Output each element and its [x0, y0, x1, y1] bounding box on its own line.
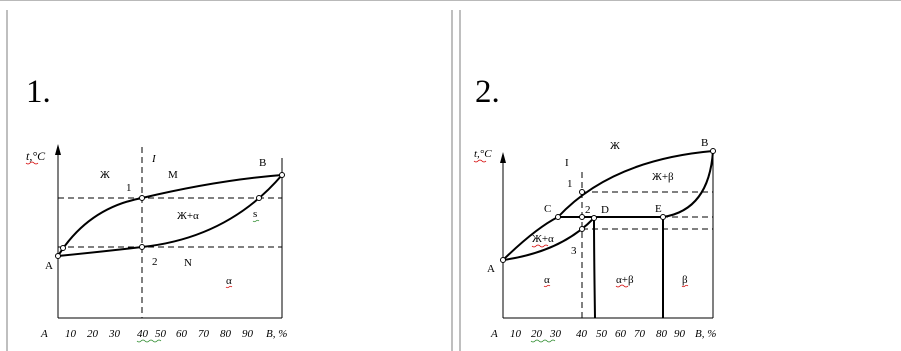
liquidus-beta — [557, 150, 714, 218]
x-tick-B: B, % — [266, 328, 287, 340]
label-roman-I: I — [151, 153, 157, 165]
spellcheck-underline — [225, 285, 233, 289]
label-A: A — [487, 263, 495, 275]
x-tick-50: 50 — [596, 328, 608, 340]
point-c — [555, 214, 561, 220]
region-alpha-beta: α+β — [616, 274, 634, 286]
label-s: s — [253, 208, 257, 220]
x-tick-20: 20 — [87, 328, 99, 340]
phase-diagram-2: t,°C Ж B I 1 Ж+β C 2 D E Ж+α 3 A α α+β β… — [473, 137, 716, 343]
label-1: 1 — [567, 178, 573, 190]
point-3 — [579, 226, 585, 232]
point-liquidus-left — [60, 245, 66, 251]
x-tick-40: 40 — [576, 328, 588, 340]
grammar-underline — [530, 339, 556, 343]
label-roman-I: I — [565, 157, 569, 169]
grammar-underline — [136, 339, 162, 343]
x-tick-80: 80 — [220, 328, 232, 340]
liquidus-curve — [57, 174, 283, 257]
table-cell-diagram-2: 2. t,°C Ж B I 1 Ж+β — [459, 10, 901, 351]
x-tick-80: 80 — [656, 328, 668, 340]
point-b — [710, 148, 716, 154]
label-A: A — [45, 260, 53, 272]
x-tick-10: 10 — [510, 328, 522, 340]
x-tick-40: 40 — [137, 328, 149, 340]
point-a — [500, 257, 506, 263]
x-tick-90: 90 — [242, 328, 254, 340]
solidus-alpha — [502, 217, 595, 261]
point-d — [591, 215, 597, 221]
label-1: 1 — [126, 182, 132, 194]
y-axis-label: t,°C — [26, 149, 46, 163]
phase-diagram-1: t,°C Ж I M B 1 Ж+α s A 2 N α A 10 20 30 … — [25, 144, 287, 343]
x-tick-A: A — [490, 328, 498, 340]
table-cell-diagram-1: 1. t,°C Ж I M B 1 Ж+α s A 2 N α — [6, 10, 453, 351]
region-liquid-alpha: Ж+α — [532, 233, 554, 245]
diagram-number: 1. — [26, 74, 51, 110]
label-C: C — [544, 203, 551, 215]
solvus-alpha — [593, 217, 596, 319]
x-tick-60: 60 — [615, 328, 627, 340]
label-B: B — [701, 137, 708, 149]
grammar-underline — [252, 219, 260, 223]
x-tick-70: 70 — [634, 328, 646, 340]
label-2: 2 — [152, 256, 158, 268]
spellcheck-underline — [531, 244, 549, 248]
x-tick-90: 90 — [674, 328, 686, 340]
diagram-number: 2. — [475, 74, 500, 110]
label-M: M — [168, 169, 178, 181]
region-beta: β — [682, 274, 688, 286]
region-liquid: Ж — [100, 169, 110, 181]
liquidus-alpha — [502, 216, 559, 261]
label-3: 3 — [571, 245, 577, 257]
x-tick-30: 30 — [108, 328, 121, 340]
label-2: 2 — [585, 204, 591, 216]
x-tick-10: 10 — [65, 328, 77, 340]
x-tick-50: 50 — [155, 328, 167, 340]
point-2 — [579, 214, 585, 220]
point-s-marker — [256, 195, 262, 201]
y-axis-label: t,°C — [474, 148, 492, 160]
point-a — [55, 253, 61, 259]
point-1 — [139, 195, 145, 201]
x-tick-B: B, % — [695, 328, 716, 340]
spellcheck-underline — [615, 284, 629, 288]
solidus-beta — [662, 150, 714, 218]
label-N: N — [184, 257, 192, 269]
y-axis-arrow-icon — [55, 144, 61, 155]
spellcheck-underline — [681, 284, 689, 288]
x-tick-60: 60 — [176, 328, 188, 340]
region-liquid-alpha: Ж+α — [177, 210, 199, 222]
label-B: B — [259, 157, 266, 169]
region-alpha: α — [544, 274, 550, 286]
point-1 — [579, 189, 585, 195]
point-b — [279, 172, 285, 178]
point-2 — [139, 244, 145, 250]
label-E: E — [655, 203, 662, 215]
region-alpha: α — [226, 275, 232, 287]
spellcheck-underline — [543, 284, 551, 288]
x-tick-30: 30 — [549, 328, 562, 340]
label-D: D — [601, 204, 609, 216]
x-tick-20: 20 — [531, 328, 543, 340]
x-tick-A: A — [40, 328, 48, 340]
spellcheck-underline — [25, 161, 39, 165]
region-liquid: Ж — [610, 140, 620, 152]
x-tick-70: 70 — [198, 328, 210, 340]
y-axis-arrow-icon — [500, 152, 506, 163]
region-liquid-beta: Ж+β — [652, 171, 674, 183]
solidus-curve — [57, 174, 283, 257]
spellcheck-underline — [473, 159, 487, 163]
point-e — [660, 214, 666, 220]
x-tick-labels: A 10 20 30 40 50 60 70 80 90 B, % — [40, 328, 287, 340]
x-tick-labels: A 10 20 30 40 50 60 70 80 90 B, % — [490, 328, 716, 340]
